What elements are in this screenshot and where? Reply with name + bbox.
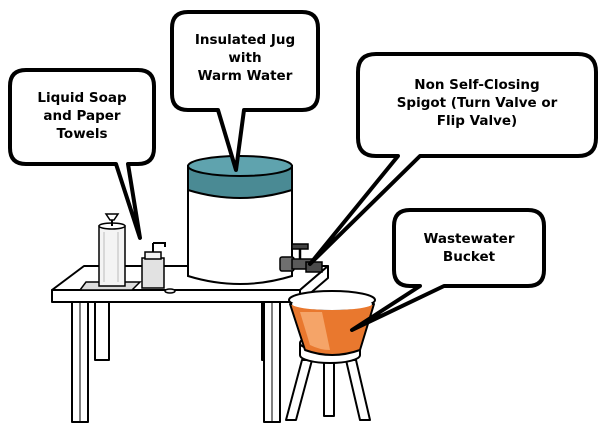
water-jug-icon — [188, 156, 292, 284]
spigot-callout-label: Non Self-Closing Spigot (Turn Valve or F… — [358, 76, 596, 130]
bucket-callout-line: Wastewater — [394, 230, 544, 248]
soap-callout-label: Liquid Soap and Paper Towels — [10, 89, 154, 143]
bucket-callout-label: Wastewater Bucket — [394, 230, 544, 266]
jug-callout-line: Warm Water — [172, 67, 318, 85]
bucket-callout-bubble — [352, 210, 544, 330]
jug-callout-line: with — [172, 49, 318, 67]
soap-callout-line: and Paper — [10, 107, 154, 125]
spigot-callout-line: Spigot (Turn Valve or — [358, 94, 596, 112]
soap-callout-line: Liquid Soap — [10, 89, 154, 107]
jug-callout-line: Insulated Jug — [172, 31, 318, 49]
spigot-callout-line: Non Self-Closing — [358, 76, 596, 94]
spigot-callout-line: Flip Valve) — [358, 112, 596, 130]
soap-callout-line: Towels — [10, 125, 154, 143]
bucket-callout-line: Bucket — [394, 248, 544, 266]
jug-callout-label: Insulated Jug with Warm Water — [172, 31, 318, 85]
